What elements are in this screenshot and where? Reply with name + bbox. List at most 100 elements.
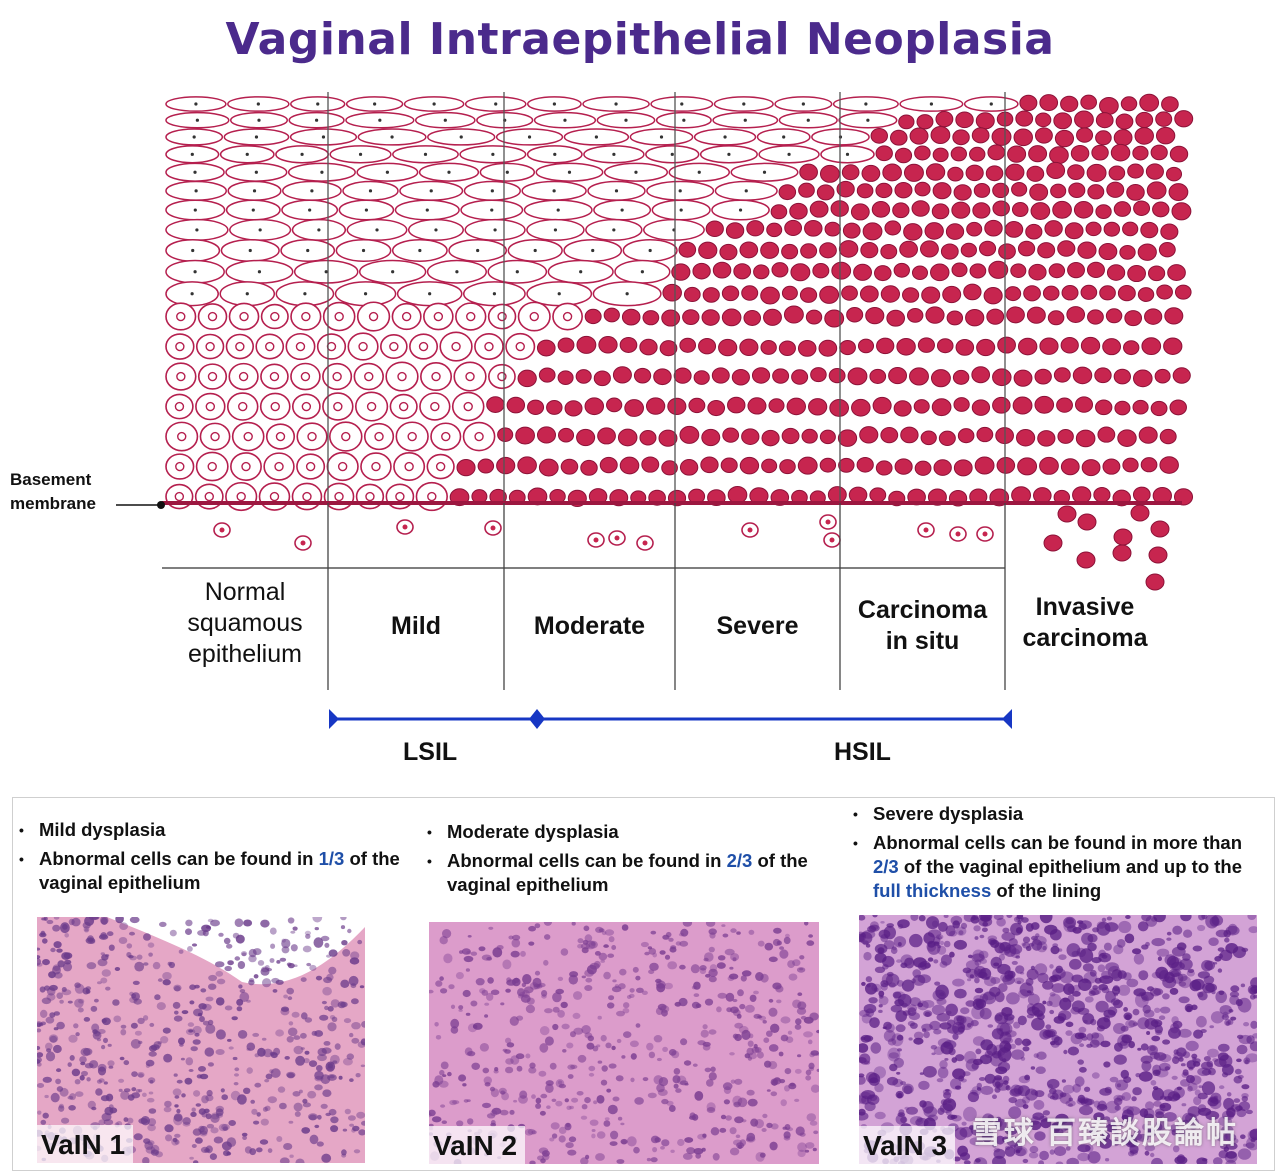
tissue-nucleus [797,1054,802,1058]
invasive-cell [1113,528,1133,546]
tissue-nucleus [1224,937,1230,943]
tissue-nucleus [1177,973,1188,982]
tissue-nucleus [89,1060,99,1069]
tissue-nucleus [895,1090,904,1099]
tissue-nucleus [1151,938,1165,947]
tissue-nucleus [918,915,926,922]
tissue-nucleus [1131,1096,1137,1102]
tissue-nucleus [660,1146,665,1150]
dark-cell [497,427,514,442]
tissue-nucleus [329,1015,336,1020]
tissue-nucleus [1047,1083,1053,1090]
tissue-nucleus [677,1138,685,1147]
cell-nucleus [176,371,186,382]
tissue-nucleus [741,1029,751,1040]
tissue-nucleus [261,966,270,973]
tissue-nucleus [1240,983,1246,988]
tissue-nucleus [300,1047,305,1050]
dark-cell [935,111,954,128]
dark-cell [720,457,738,473]
tissue-nucleus [931,1004,946,1016]
tissue-nucleus [971,1005,985,1020]
tissue-nucleus [764,1060,772,1068]
tissue-nucleus [756,1051,764,1059]
tissue-nucleus [49,1035,58,1043]
tissue-nucleus [572,1012,581,1019]
tissue-nucleus [1203,1056,1211,1062]
tissue-nucleus [91,1106,97,1111]
tissue-nucleus [308,1060,318,1067]
dark-cell [818,339,838,357]
stage-label-4: Carcinoma in situ [857,596,988,655]
dark-cell [921,286,941,304]
cell-nucleus [177,431,187,442]
dark-cell [914,145,931,161]
tissue-nucleus [1087,933,1098,943]
tissue-nucleus [576,1091,584,1096]
dark-cell [974,456,995,475]
dark-cell [678,241,697,258]
tissue-nucleus [676,1075,687,1085]
dark-cell [851,398,871,417]
tissue-nucleus [234,918,244,927]
tissue-nucleus [1078,923,1087,931]
tissue-nucleus [787,960,795,969]
tissue-nucleus [1096,921,1106,929]
tissue-nucleus [608,936,615,943]
cell-nucleus [398,401,409,412]
tissue-nucleus [1230,1138,1239,1144]
tissue-nucleus [518,1095,528,1104]
tissue-nucleus [1026,1014,1034,1019]
tissue-nucleus [673,1083,679,1089]
cell-nucleus [390,135,394,139]
tissue-nucleus [998,983,1008,993]
tissue-nucleus [324,1005,329,1011]
tissue-nucleus [505,1066,514,1074]
cell-nucleus [303,292,307,296]
tissue-nucleus [799,1132,806,1137]
dark-cell [998,243,1016,260]
cell-nucleus [366,401,377,412]
cell-nucleus [245,292,249,296]
tissue-nucleus [320,1103,328,1109]
tissue-nucleus [538,1147,549,1154]
tissue-nucleus [506,1042,515,1048]
tissue-nucleus [163,1053,173,1063]
tissue-nucleus [1065,1021,1074,1028]
tissue-nucleus [1048,993,1062,1008]
dark-cell [1115,113,1134,130]
dark-cell [872,396,892,415]
basal-cell [199,422,231,451]
dark-cell [804,219,823,237]
tissue-nucleus [992,1094,997,1099]
bullet-text: Mild dysplasia [39,819,166,840]
tissue-nucleus [463,955,474,963]
tissue-nucleus [349,1032,354,1038]
tissue-nucleus [509,1109,515,1115]
cell-nucleus [829,537,835,543]
tissue-nucleus [778,1051,784,1057]
dark-cell [861,164,881,182]
tissue-nucleus [860,932,866,938]
tissue-nucleus [246,1047,251,1051]
tissue-nucleus [1178,996,1190,1004]
dark-cell [683,286,701,303]
tissue-nucleus [869,1095,878,1101]
tissue-nucleus [808,934,813,938]
tissue-nucleus [923,932,935,945]
tissue-nucleus [1079,1043,1085,1048]
basal-cell [420,362,453,392]
tissue-nucleus [327,1074,337,1081]
epithelium-illustration [116,92,1194,729]
tissue-nucleus [1128,1020,1138,1028]
tissue-nucleus [955,1054,965,1062]
tissue-nucleus [248,954,257,963]
dark-cell [874,265,892,282]
tissue-nucleus [1132,1022,1138,1027]
tissue-nucleus [684,1082,689,1086]
tissue-nucleus [269,927,277,935]
tissue-nucleus [185,919,193,927]
dark-cell [576,335,597,354]
dark-cell [1132,399,1149,415]
tissue-nucleus [100,977,108,984]
